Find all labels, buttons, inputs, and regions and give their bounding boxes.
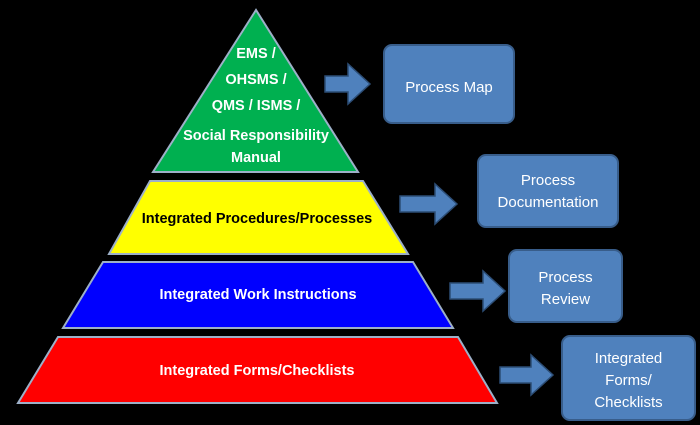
tier-manual-label-1: OHSMS / (225, 72, 286, 88)
output-box-process-documentation-shape (477, 154, 619, 228)
tier-manual-label-0: EMS / (236, 46, 275, 62)
tier-work-instructions-label-0: Integrated Work Instructions (159, 287, 356, 303)
tier-procedures: Integrated Procedures/Processes (107, 180, 410, 255)
arrow-right-icon-1 (324, 62, 372, 106)
output-box-process-documentation-label-0: Process (521, 172, 575, 189)
output-box-forms-checklists-label-1: Forms/ (605, 372, 652, 389)
tier-procedures-shape (107, 180, 410, 255)
arrow-right-icon-4 (499, 353, 555, 397)
tier-forms: Integrated Forms/Checklists (16, 336, 499, 404)
tier-manual-label-2: QMS / ISMS / (212, 98, 301, 114)
tier-work-instructions: Integrated Work Instructions (61, 261, 455, 329)
pyramid-tiers: EMS / OHSMS / QMS / ISMS / Social Responsib… (16, 8, 499, 404)
output-box-forms-checklists-shape (561, 335, 696, 421)
tier-manual-shape (151, 8, 360, 173)
output-box-process-documentation-label-1: Documentation (498, 194, 599, 211)
output-box-process-review-label-1: Review (541, 291, 590, 308)
arrows (324, 62, 555, 397)
tier-work-instructions-shape (61, 261, 455, 329)
tier-manual: EMS / OHSMS / QMS / ISMS / Social Responsib… (151, 8, 360, 173)
tier-procedures-label-0: Integrated Procedures/Processes (142, 211, 373, 227)
tier-manual-label-3: Social Responsibility (183, 128, 329, 144)
output-box-forms-checklists-label-2: Checklists (594, 394, 662, 411)
output-box-forms-checklists-label-0: Integrated (595, 350, 663, 367)
output-box-process-map: Process Map (383, 44, 515, 124)
output-box-process-review-shape (508, 249, 623, 323)
output-boxes: Process MapProcessDocumentationProcessRe… (383, 44, 696, 421)
output-box-process-review-label-0: Process (538, 269, 592, 286)
arrow-right-icon-3 (449, 269, 507, 313)
output-box-process-map-label-0: Process Map (405, 79, 493, 96)
tier-manual-label-4: Manual (231, 150, 281, 166)
output-box-process-map-shape (383, 44, 515, 124)
tier-forms-label-0: Integrated Forms/Checklists (160, 363, 355, 379)
tier-forms-shape (16, 336, 499, 404)
arrow-right-icon-2 (399, 182, 459, 226)
